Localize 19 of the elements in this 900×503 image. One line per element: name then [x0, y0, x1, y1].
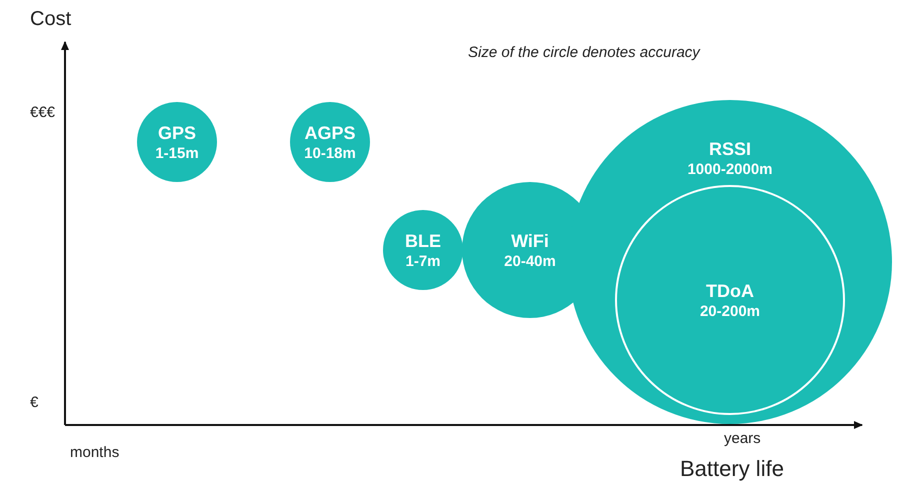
axis-tick-label: €€€ — [30, 104, 56, 121]
axis-tick-label: € — [30, 394, 38, 411]
bubble-title: AGPS — [304, 122, 356, 144]
accuracy-range: 1000-2000m — [687, 160, 773, 179]
accuracy-range: 10-18m — [304, 144, 356, 162]
bubble-title: BLE — [405, 230, 441, 252]
accuracy-range: 20-40m — [504, 252, 556, 270]
bubble-title: TDoA — [706, 280, 754, 302]
bubble-title: WiFi — [511, 230, 549, 252]
axis-tick-label: months — [70, 444, 120, 461]
accuracy-range: 1-7m — [405, 252, 441, 270]
axis-tick-label: years — [724, 430, 761, 447]
note: Size of the circle denotes accuracy — [468, 44, 700, 61]
accuracy-range: 1-15m — [155, 144, 199, 162]
axis-title: Cost — [30, 8, 72, 31]
bubble-title: RSSI — [708, 138, 751, 160]
axis-title: Battery life — [680, 456, 784, 482]
bubble-title: GPS — [158, 122, 196, 144]
accuracy-range: 20-200m — [700, 302, 760, 320]
